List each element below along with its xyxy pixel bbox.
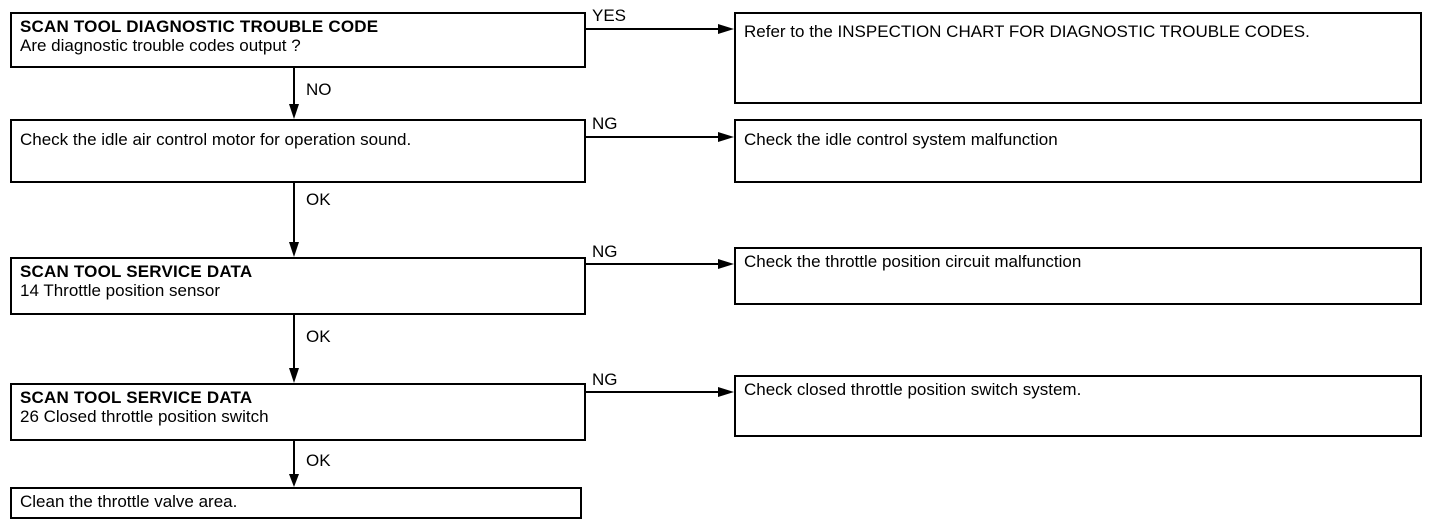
branch-label-3: NG xyxy=(592,242,618,261)
branch-text-3: Check the throttle position circuit malf… xyxy=(744,252,1082,271)
down-label-2: OK xyxy=(306,190,331,209)
step-text-3: 14 Throttle position sensor xyxy=(20,281,221,300)
branch-label-1: YES xyxy=(592,6,627,25)
step-box-4: SCAN TOOL SERVICE DATA 26 Closed throttl… xyxy=(10,383,586,441)
branch-box-3: Check the throttle position circuit malf… xyxy=(734,247,1422,305)
final-step-box: Clean the throttle valve area. xyxy=(10,487,582,519)
branch-arrow-3 xyxy=(718,259,734,269)
step-box-3: SCAN TOOL SERVICE DATA 14 Throttle posit… xyxy=(10,257,586,315)
down-arrow-3 xyxy=(289,368,299,383)
down-arrow-1 xyxy=(289,104,299,119)
step-box-2: Check the idle air control motor for ope… xyxy=(10,119,586,183)
step-text-4: 26 Closed throttle position switch xyxy=(20,407,269,426)
down-label-1: NO xyxy=(306,80,332,99)
branch-arrow-1 xyxy=(718,24,734,34)
branch-text-1: Refer to the INSPECTION CHART FOR DIAGNO… xyxy=(744,22,1310,41)
branch-arrow-4 xyxy=(718,387,734,397)
down-arrow-2 xyxy=(289,242,299,257)
step-title-1: SCAN TOOL DIAGNOSTIC TROUBLE CODE xyxy=(20,17,379,36)
branch-label-2: NG xyxy=(592,114,618,133)
step-title-4: SCAN TOOL SERVICE DATA xyxy=(20,388,253,407)
step-text-1: Are diagnostic trouble codes output ? xyxy=(20,36,301,55)
final-step-text: Clean the throttle valve area. xyxy=(20,492,238,511)
branch-box-1: Refer to the INSPECTION CHART FOR DIAGNO… xyxy=(734,12,1422,104)
branch-box-2: Check the idle control system malfunctio… xyxy=(734,119,1422,183)
down-label-3: OK xyxy=(306,327,331,346)
branch-text-2: Check the idle control system malfunctio… xyxy=(744,130,1058,149)
step-box-1: SCAN TOOL DIAGNOSTIC TROUBLE CODE Are di… xyxy=(10,12,586,68)
branch-box-4: Check closed throttle position switch sy… xyxy=(734,375,1422,437)
down-label-4: OK xyxy=(306,451,331,470)
branch-text-4: Check closed throttle position switch sy… xyxy=(744,380,1082,399)
branch-arrow-2 xyxy=(718,132,734,142)
down-arrow-4 xyxy=(289,474,299,487)
step-title-3: SCAN TOOL SERVICE DATA xyxy=(20,262,253,281)
branch-label-4: NG xyxy=(592,370,618,389)
step-text-2: Check the idle air control motor for ope… xyxy=(20,130,412,149)
